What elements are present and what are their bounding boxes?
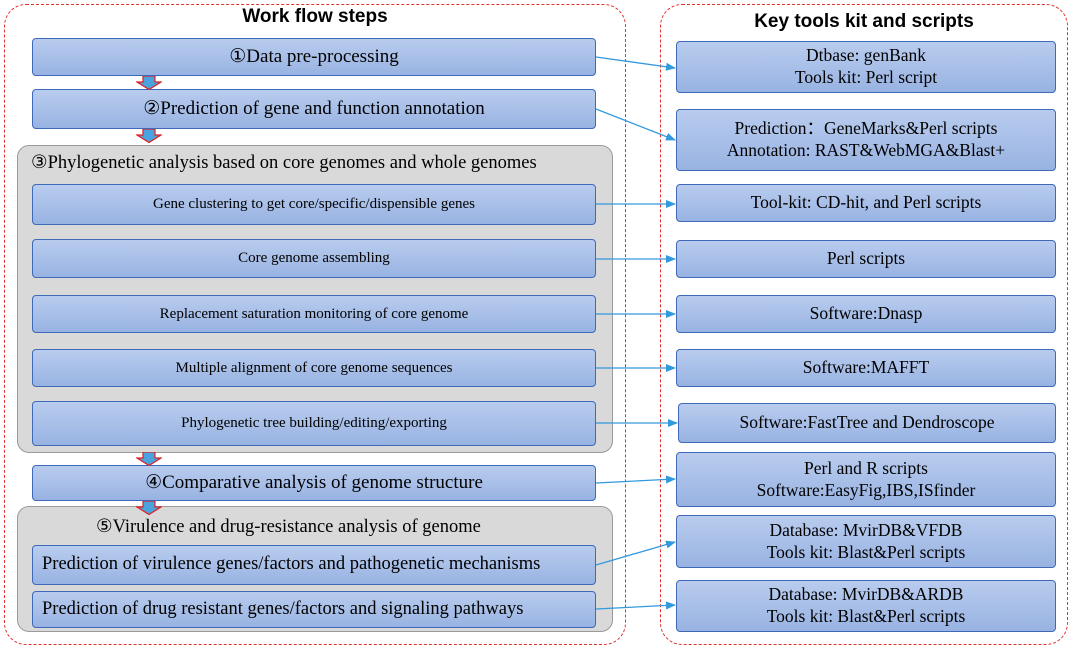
tool-box-5: Software:Dnasp	[676, 295, 1056, 333]
tool-line: Tools kit: Blast&Perl scripts	[766, 606, 966, 626]
step-5-title: ⑤Virulence and drug-resistance analysis …	[96, 517, 481, 537]
down-arrow-icon	[136, 452, 162, 466]
substep-drug-resistance: Prediction of drug resistant genes/facto…	[32, 591, 596, 628]
down-arrow-icon	[136, 501, 162, 515]
tool-line: Database: MvirDB&VFDB	[769, 519, 963, 540]
step-2-box: ②Prediction of gene and function annotat…	[32, 89, 596, 129]
tool-box-4: Perl scripts	[676, 240, 1056, 278]
step-1-box: ①Data pre-processing	[32, 38, 596, 76]
step-4-box: ④Comparative analysis of genome structur…	[32, 465, 596, 501]
substep-saturation: Replacement saturation monitoring of cor…	[32, 295, 596, 333]
substep-gene-clustering: Gene clustering to get core/specific/dis…	[32, 184, 596, 225]
tool-box-6: Software:MAFFT	[676, 349, 1056, 387]
substep-alignment: Multiple alignment of core genome sequen…	[32, 349, 596, 387]
down-arrow-icon	[136, 129, 162, 143]
connector-arrow	[595, 540, 676, 566]
tool-line: Tool-kit: CD-hit, and Perl scripts	[750, 192, 982, 213]
tool-box-3: Tool-kit: CD-hit, and Perl scripts	[676, 184, 1056, 222]
tools-panel	[660, 4, 1068, 645]
connector-arrow	[595, 108, 676, 141]
tool-box-7: Software:FastTree and Dendroscope	[678, 403, 1056, 443]
tool-line: Tools kit: Blast&Perl scripts	[766, 541, 966, 562]
tool-line: Perl scripts	[826, 248, 906, 269]
tool-line: Perl and R scripts	[804, 457, 928, 478]
tool-line: Database: MvirDB&ARDB	[768, 584, 964, 605]
step-3-title: ③Phylogenetic analysis based on core gen…	[31, 153, 537, 173]
substep-core-assembling: Core genome assembling	[32, 239, 596, 278]
tool-line: Software:Dnasp	[809, 303, 923, 324]
tool-line: Dtbase: genBank	[805, 45, 927, 66]
connector-arrow	[595, 475, 676, 484]
workflow-panel	[4, 4, 626, 645]
tools-panel-title: Key tools kit and scripts	[754, 11, 974, 32]
connector-arrow	[595, 56, 676, 71]
down-arrow-icon	[136, 76, 162, 90]
connector-arrow	[595, 601, 676, 610]
workflow-panel-title: Work flow steps	[242, 6, 388, 27]
substep-tree: Phylogenetic tree building/editing/expor…	[32, 401, 596, 446]
tool-line: Software:MAFFT	[802, 357, 930, 378]
tool-line: Software:FastTree and Dendroscope	[739, 412, 995, 433]
tool-line: Software:EasyFig,IBS,ISfinder	[756, 479, 976, 500]
tool-line: Tools kit: Perl script	[794, 67, 938, 87]
tool-line: Annotation: RAST&WebMGA&Blast+	[726, 140, 1006, 160]
substep-virulence: Prediction of virulence genes/factors an…	[32, 545, 596, 585]
tool-line: Prediction：GeneMarks&Perl scripts	[734, 118, 998, 139]
